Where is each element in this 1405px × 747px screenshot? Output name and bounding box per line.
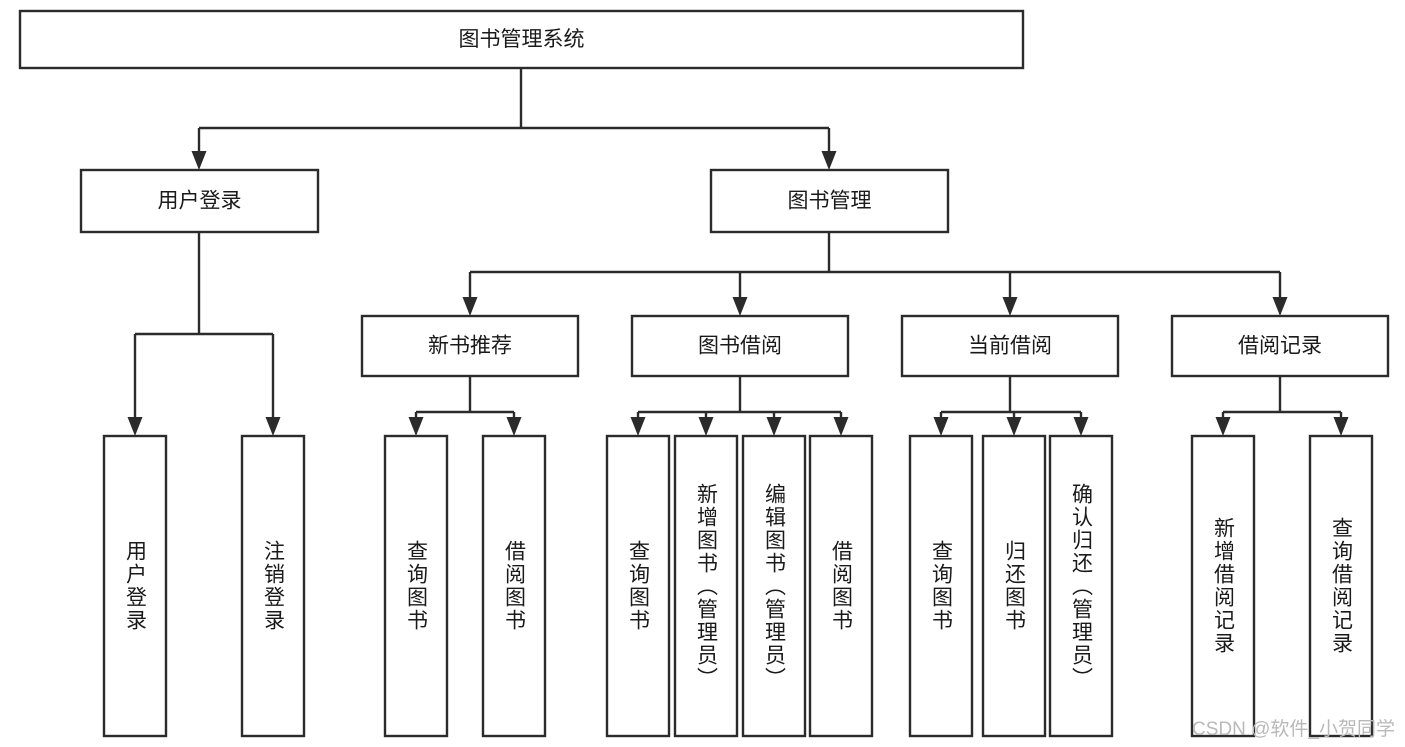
arrow-head-icon	[1002, 297, 1018, 316]
node-user-login-label: 用户登录	[158, 190, 242, 213]
arrow-head-icon	[698, 417, 714, 436]
arrow-head-icon	[408, 417, 424, 436]
arrow-head-icon	[506, 417, 522, 436]
arrow-head-icon	[462, 297, 478, 316]
arrow-head-icon	[732, 297, 748, 316]
node-leaf-user-login-box	[102, 434, 168, 738]
node-new-book-recommend-box	[360, 314, 580, 378]
arrow-head-icon	[1006, 417, 1022, 436]
node-book-borrow-box	[630, 314, 850, 378]
arrow-head-icon	[1272, 297, 1288, 316]
node-leaf-edit-book-admin-box	[741, 434, 807, 738]
arrow-head-icon	[766, 417, 782, 436]
arrow-head-icon	[630, 417, 646, 436]
arrow-head-icon	[821, 151, 837, 170]
node-book-borrow-label: 图书借阅	[698, 335, 782, 358]
node-leaf-confirm-return-admin-box	[1048, 434, 1114, 738]
node-current-borrow-label: 当前借阅	[968, 335, 1052, 358]
arrow-head-icon	[191, 151, 207, 170]
node-leaf-query-book-nb-box	[383, 434, 449, 738]
arrow-head-icon	[1333, 417, 1349, 436]
node-borrow-record-box	[1170, 314, 1390, 378]
node-book-manage-label: 图书管理	[788, 190, 872, 213]
node-leaf-add-book-admin-box	[673, 434, 739, 738]
node-leaf-add-borrow-record-box	[1190, 434, 1256, 738]
node-book-manage-box	[709, 168, 950, 234]
page-title: 图书管理系统	[459, 28, 585, 51]
arrow-head-icon	[933, 417, 949, 436]
node-leaf-return-book-box	[981, 434, 1047, 738]
csdn-watermark: CSDN @软件_小贺同学	[1192, 719, 1395, 740]
node-new-book-recommend-label: 新书推荐	[428, 335, 512, 358]
node-box-root	[18, 9, 1025, 70]
node-user-login-box	[79, 168, 320, 234]
boxes-layer	[18, 9, 1390, 738]
arrow-head-icon	[833, 417, 849, 436]
node-leaf-borrow-book-nb-box	[481, 434, 547, 738]
arrow-head-icon	[265, 417, 281, 436]
node-current-borrow-box	[900, 314, 1120, 378]
connectors-layer	[127, 68, 1349, 436]
arrow-head-icon	[127, 417, 143, 436]
arrow-head-icon	[1073, 417, 1089, 436]
arrow-head-icon	[1215, 417, 1231, 436]
node-leaf-query-book-bb-box	[605, 434, 671, 738]
node-leaf-query-book-cb-box	[908, 434, 974, 738]
node-borrow-record-label: 借阅记录	[1238, 335, 1322, 358]
node-leaf-borrow-book-bb-box	[808, 434, 874, 738]
node-leaf-logout-login-box	[240, 434, 306, 738]
node-leaf-query-borrow-record-box	[1308, 434, 1374, 738]
